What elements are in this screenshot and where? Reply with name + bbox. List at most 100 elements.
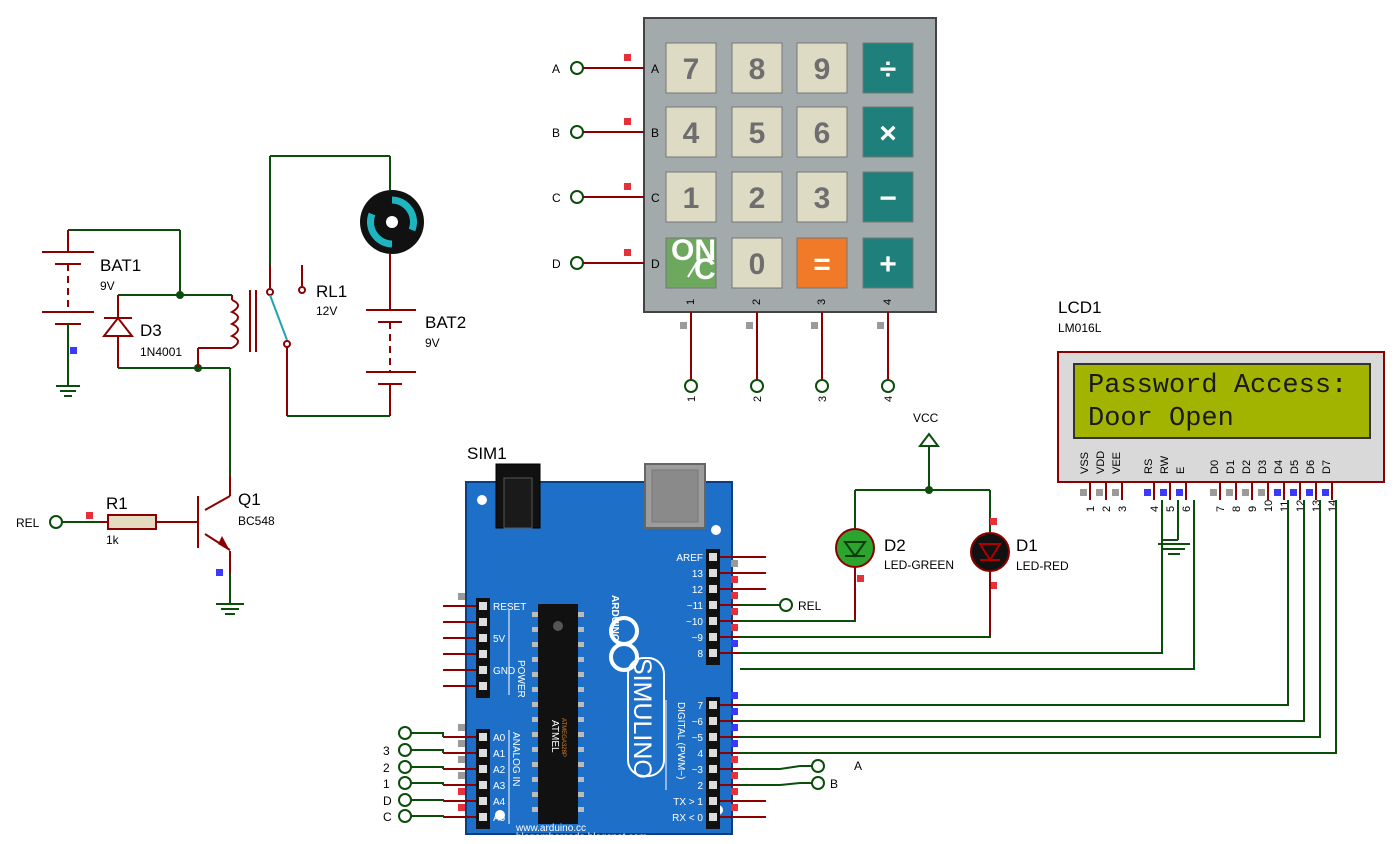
analog-terminal[interactable] [398, 760, 412, 774]
keypad-key[interactable]: = [796, 237, 848, 289]
lcd-pin-name: D3 [1257, 460, 1269, 474]
lcd-pin-name: RW [1159, 455, 1171, 474]
lcd-ref: LCD1 [1058, 298, 1101, 317]
analog-terminal[interactable] [398, 726, 412, 740]
keypad-row-terminal[interactable] [570, 61, 584, 75]
keypad-col-terminal-label: 1 [686, 396, 698, 402]
lcd-pin-number: 13 [1311, 500, 1323, 512]
atmega-chip [538, 604, 578, 824]
chip-label: ATMEL [549, 720, 560, 753]
analog-terminal[interactable] [398, 776, 412, 790]
key-label: 2 [749, 182, 766, 215]
keypad-key[interactable]: 3 [796, 171, 848, 223]
key-label: 1 [683, 182, 700, 215]
d3-value: 1N4001 [140, 345, 182, 359]
keypad-key[interactable]: ÷ [862, 42, 914, 94]
analog-caption: ANALOG IN [510, 732, 521, 786]
rel-output-label: REL [798, 599, 822, 613]
arduino-pin-label: 2 [697, 781, 703, 792]
relay-rl1: RL1 12V [197, 155, 390, 417]
led-d2: D2 LED-GREEN [835, 490, 954, 620]
keypad-row-label: C [651, 191, 660, 205]
analog-terminal[interactable] [398, 809, 412, 823]
analog-terminal[interactable] [398, 743, 412, 757]
keypad-key[interactable]: 1 [665, 171, 717, 223]
q1-ref: Q1 [238, 490, 261, 509]
analog-terminal-label: D [383, 794, 392, 808]
lcd-display: LCD1 LM016L Password Access: Door Open V… [1057, 298, 1385, 512]
keypad-key[interactable]: ONC [665, 234, 717, 289]
arduino-pin-label: AREF [676, 553, 703, 564]
led-circuit: VCC D2 LED-GREEN D1 LED-RED [835, 411, 1069, 636]
keypad-key[interactable]: 7 [665, 42, 717, 94]
rel-terminal[interactable] [49, 515, 63, 529]
battery-bat1: BAT1 9V [42, 229, 180, 397]
vcc-label: VCC [913, 411, 939, 425]
arduino-pin-label: 4 [697, 749, 703, 760]
keypad-key[interactable]: 5 [731, 106, 783, 158]
key-label: = [813, 248, 831, 281]
arduino-pin-label: ~5 [692, 733, 704, 744]
arduino-pin-label: A5 [493, 813, 506, 824]
keypad-col-terminal[interactable] [750, 379, 764, 393]
keypad-row-terminal[interactable] [570, 256, 584, 270]
keypad-key[interactable]: + [862, 237, 914, 289]
lcd-pin-name: VSS [1079, 452, 1091, 474]
lcd-pin-number: 5 [1165, 506, 1177, 512]
keypad-key[interactable]: 4 [665, 106, 717, 158]
keypad-row-terminal-label: A [552, 62, 560, 76]
keypad-key[interactable]: 6 [796, 106, 848, 158]
keypad-row-terminal-label: B [552, 126, 560, 140]
keypad-col-terminal[interactable] [815, 379, 829, 393]
arduino-pin-label: 12 [692, 585, 704, 596]
arduino-pin-label: A0 [493, 733, 506, 744]
terminal-b[interactable] [811, 776, 825, 790]
keypad-col-terminal[interactable] [684, 379, 698, 393]
power-caption: POWER [515, 660, 526, 698]
lcd-pin-name: D6 [1305, 460, 1317, 474]
keypad-col-label: 2 [751, 299, 763, 305]
rl1-ref: RL1 [316, 282, 347, 301]
terminal-a[interactable] [811, 759, 825, 773]
arduino-pin-label: TX > 1 [673, 797, 703, 808]
keypad-key[interactable]: 8 [731, 42, 783, 94]
bat2-value: 9V [425, 336, 440, 350]
arduino-pin-label: 5V [493, 634, 506, 645]
lcd-line-2: Door Open [1088, 404, 1234, 434]
d2-value: LED-GREEN [884, 558, 954, 572]
arduino-logo-text: ARDUINO [609, 595, 620, 642]
led-d1: D1 LED-RED [970, 490, 1069, 636]
key-on-label: ON [671, 234, 716, 267]
keypad-col-terminal[interactable] [881, 379, 895, 393]
lcd-pin-name: RS [1143, 459, 1155, 474]
transistor-q1: Q1 BC548 [197, 367, 275, 615]
keypad-row-label: A [651, 62, 659, 76]
keypad-key[interactable]: − [862, 171, 914, 223]
bat1-value: 9V [100, 279, 115, 293]
arduino-pin-label: ~10 [686, 617, 703, 628]
lcd-pin-number: 9 [1247, 506, 1259, 512]
arduino-pin-label: 7 [697, 701, 703, 712]
lcd-model: LM016L [1058, 321, 1102, 335]
keypad-key[interactable]: 0 [731, 237, 783, 289]
lcd-pin-number: 4 [1149, 506, 1161, 512]
url-1: www.arduino.cc [515, 823, 586, 834]
digital-caption: DIGITAL (PWM~) [675, 702, 686, 780]
key-label: 9 [814, 53, 831, 86]
rel-output-terminal[interactable] [779, 598, 793, 612]
arduino-logo-icon: ARDUINO [609, 595, 639, 672]
motor-icon [360, 156, 424, 310]
arduino-pin-label: RESET [493, 602, 526, 613]
battery-bat2: BAT2 9V [366, 309, 466, 416]
analog-terminal[interactable] [398, 793, 412, 807]
keypad-row-terminal[interactable] [570, 190, 584, 204]
keypad-row-terminal[interactable] [570, 125, 584, 139]
keypad-col-terminal-label: 3 [817, 396, 829, 402]
d2-ref: D2 [884, 536, 906, 555]
keypad-key[interactable]: 9 [796, 42, 848, 94]
keypad-key[interactable]: 2 [731, 171, 783, 223]
lcd-line-1: Password Access: [1088, 371, 1347, 401]
keypad-key[interactable]: × [862, 106, 914, 158]
